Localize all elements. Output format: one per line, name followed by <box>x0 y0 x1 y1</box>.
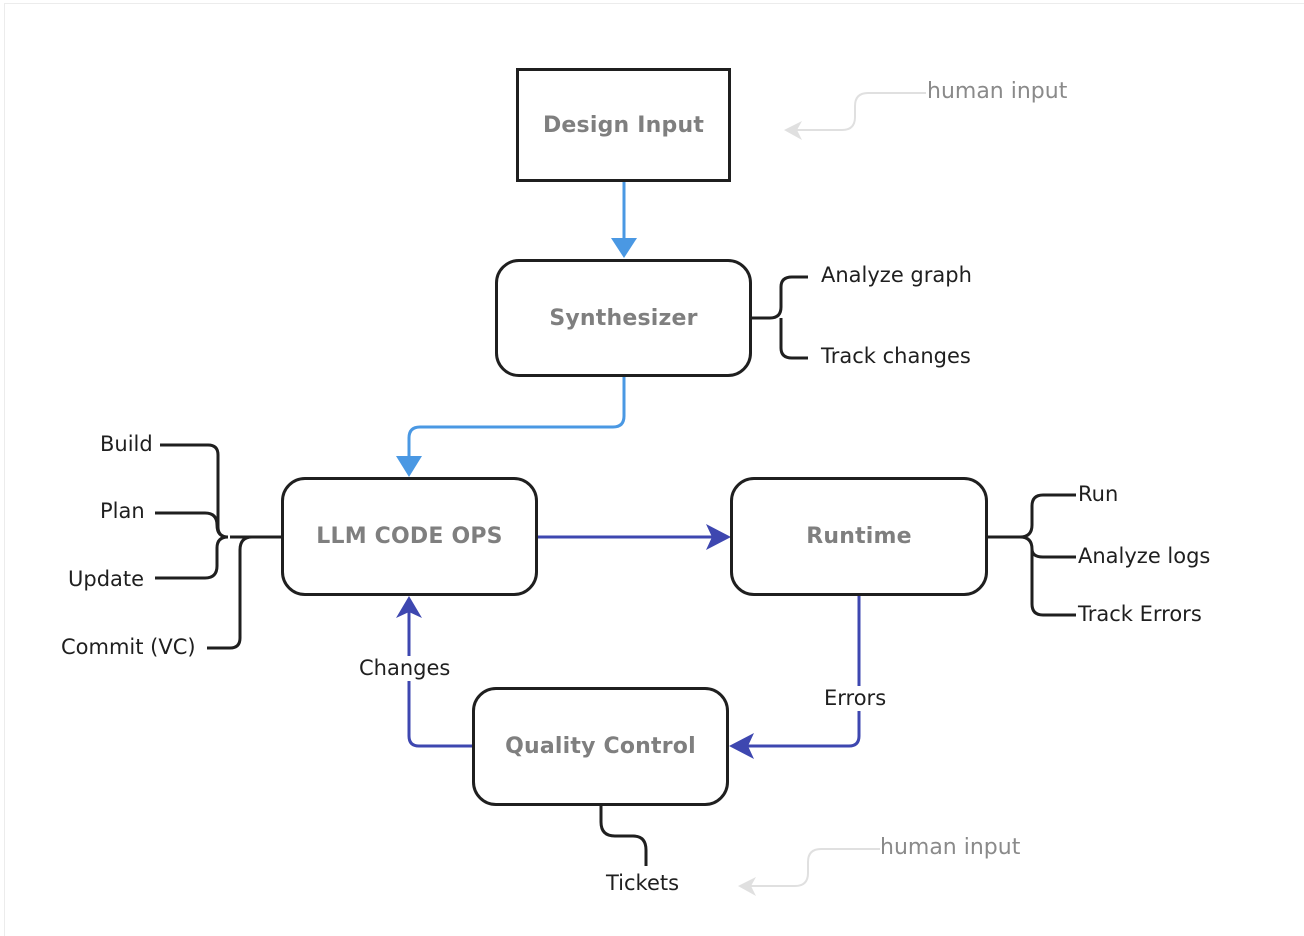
node-design-input-label: Design Input <box>542 112 705 138</box>
human-input-top-arrowhead <box>784 121 802 140</box>
runtime-task-track-errors: Track Errors <box>1078 602 1202 626</box>
node-runtime[interactable]: Runtime <box>730 477 988 596</box>
edge-qc-to-llm <box>407 612 473 748</box>
synthesizer-task-analyze-graph: Analyze graph <box>821 263 972 287</box>
arrowhead-qc <box>729 733 754 759</box>
human-input-bottom-connector <box>750 848 880 887</box>
node-quality-control[interactable]: Quality Control <box>472 687 729 806</box>
llm-brace <box>155 443 281 650</box>
human-input-bottom-arrowhead <box>738 877 756 896</box>
node-design-input[interactable]: Design Input <box>516 68 731 182</box>
node-llm-code-ops-label: LLM CODE OPS <box>316 524 503 549</box>
synthesizer-brace <box>752 275 808 360</box>
node-quality-control-label: Quality Control <box>505 734 696 759</box>
annotation-human-input-top: human input <box>927 79 1068 104</box>
edge-label-changes: Changes <box>357 656 453 681</box>
runtime-task-analyze-logs: Analyze logs <box>1078 544 1211 568</box>
node-runtime-label: Runtime <box>806 524 912 549</box>
node-synthesizer[interactable]: Synthesizer <box>495 259 752 377</box>
node-synthesizer-label: Synthesizer <box>549 305 698 331</box>
llm-task-update: Update <box>68 567 145 591</box>
qc-output-tickets: Tickets <box>606 871 680 895</box>
canvas-frame <box>4 3 1304 936</box>
qc-tickets-connector <box>599 805 648 866</box>
runtime-brace <box>987 493 1076 617</box>
arrowhead-runtime <box>706 524 731 550</box>
arrowhead-llm-bottom <box>396 596 422 618</box>
llm-task-build: Build <box>100 432 153 456</box>
human-input-top-connector <box>796 92 926 131</box>
synthesizer-task-track-changes: Track changes <box>821 344 971 368</box>
llm-task-plan: Plan <box>100 499 145 523</box>
arrowhead-llm-top <box>396 456 422 477</box>
llm-task-commit: Commit (VC) <box>61 635 196 659</box>
annotation-human-input-bottom: human input <box>880 835 1021 860</box>
runtime-task-run: Run <box>1078 482 1119 506</box>
edge-runtime-to-qc <box>748 596 861 748</box>
arrowhead-synthesizer <box>611 238 637 258</box>
edge-label-errors: Errors <box>822 686 889 711</box>
node-llm-code-ops[interactable]: LLM CODE OPS <box>281 477 538 596</box>
edge-synthesizer-to-llm <box>407 376 626 462</box>
